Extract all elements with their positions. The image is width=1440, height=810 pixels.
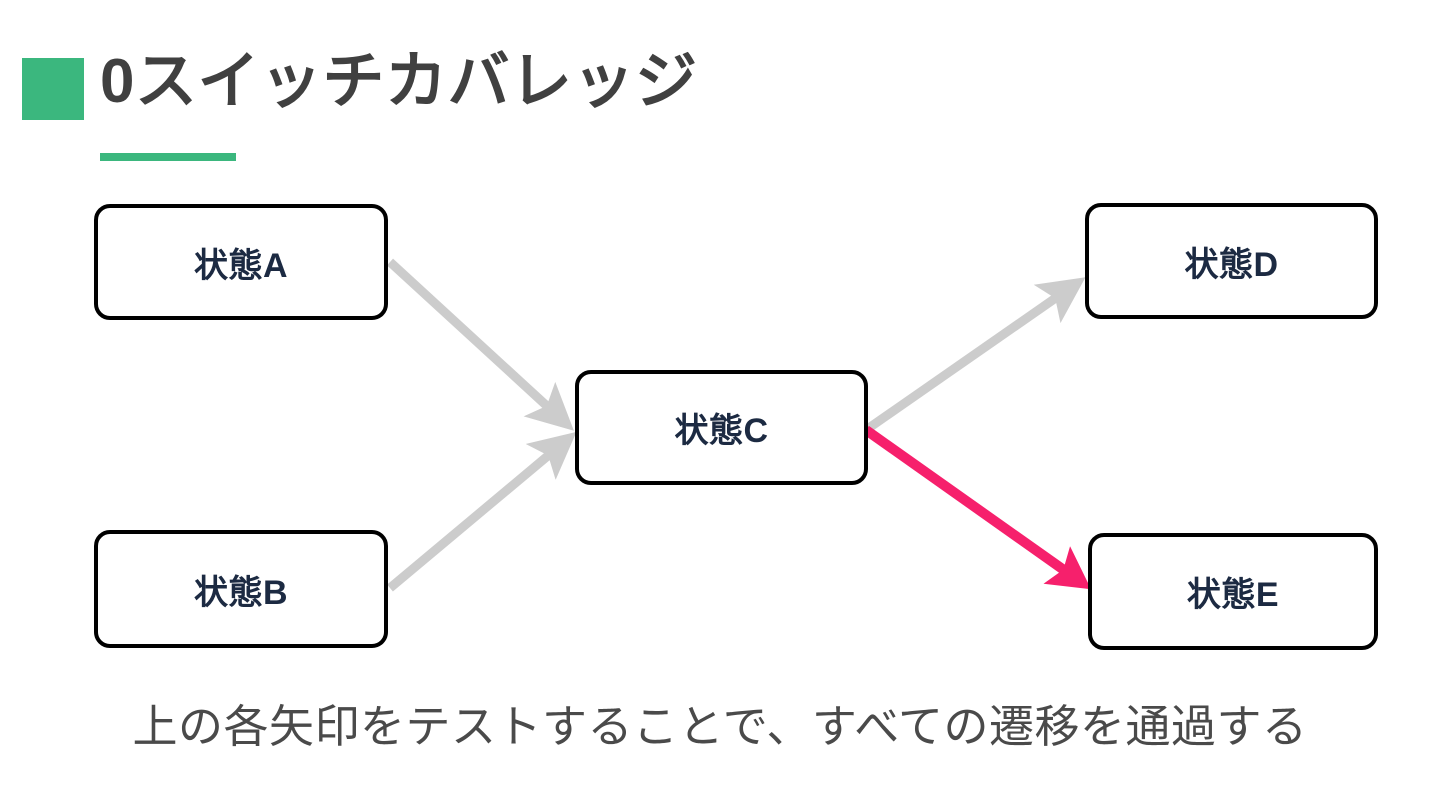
state-node-c-label: 状態C (674, 412, 769, 450)
state-node-d[interactable]: 状態D (1085, 203, 1378, 319)
edge-b-to-c (387, 431, 577, 592)
state-node-e-label: 状態E (1186, 576, 1280, 614)
edge-c-to-e-highlighted (863, 425, 1092, 590)
state-node-c[interactable]: 状態C (575, 370, 868, 485)
state-node-b-label: 状態B (193, 573, 289, 612)
state-node-b[interactable]: 状態B (94, 530, 388, 648)
edge-c-to-d (863, 277, 1086, 434)
green-square-marker-icon (22, 58, 84, 120)
state-node-e[interactable]: 状態E (1088, 533, 1378, 650)
state-node-a-label: 状態A (193, 246, 289, 285)
state-node-a[interactable]: 状態A (94, 204, 388, 320)
edge-a-to-c (386, 258, 574, 431)
state-node-d-label: 状態D (1184, 245, 1279, 284)
page-title: 0スイッチカバレッジ (100, 47, 698, 116)
green-underline-rule (100, 153, 236, 161)
slide-caption: 上の各矢印をテストすることで、すべての遷移を通過する (132, 701, 1308, 752)
